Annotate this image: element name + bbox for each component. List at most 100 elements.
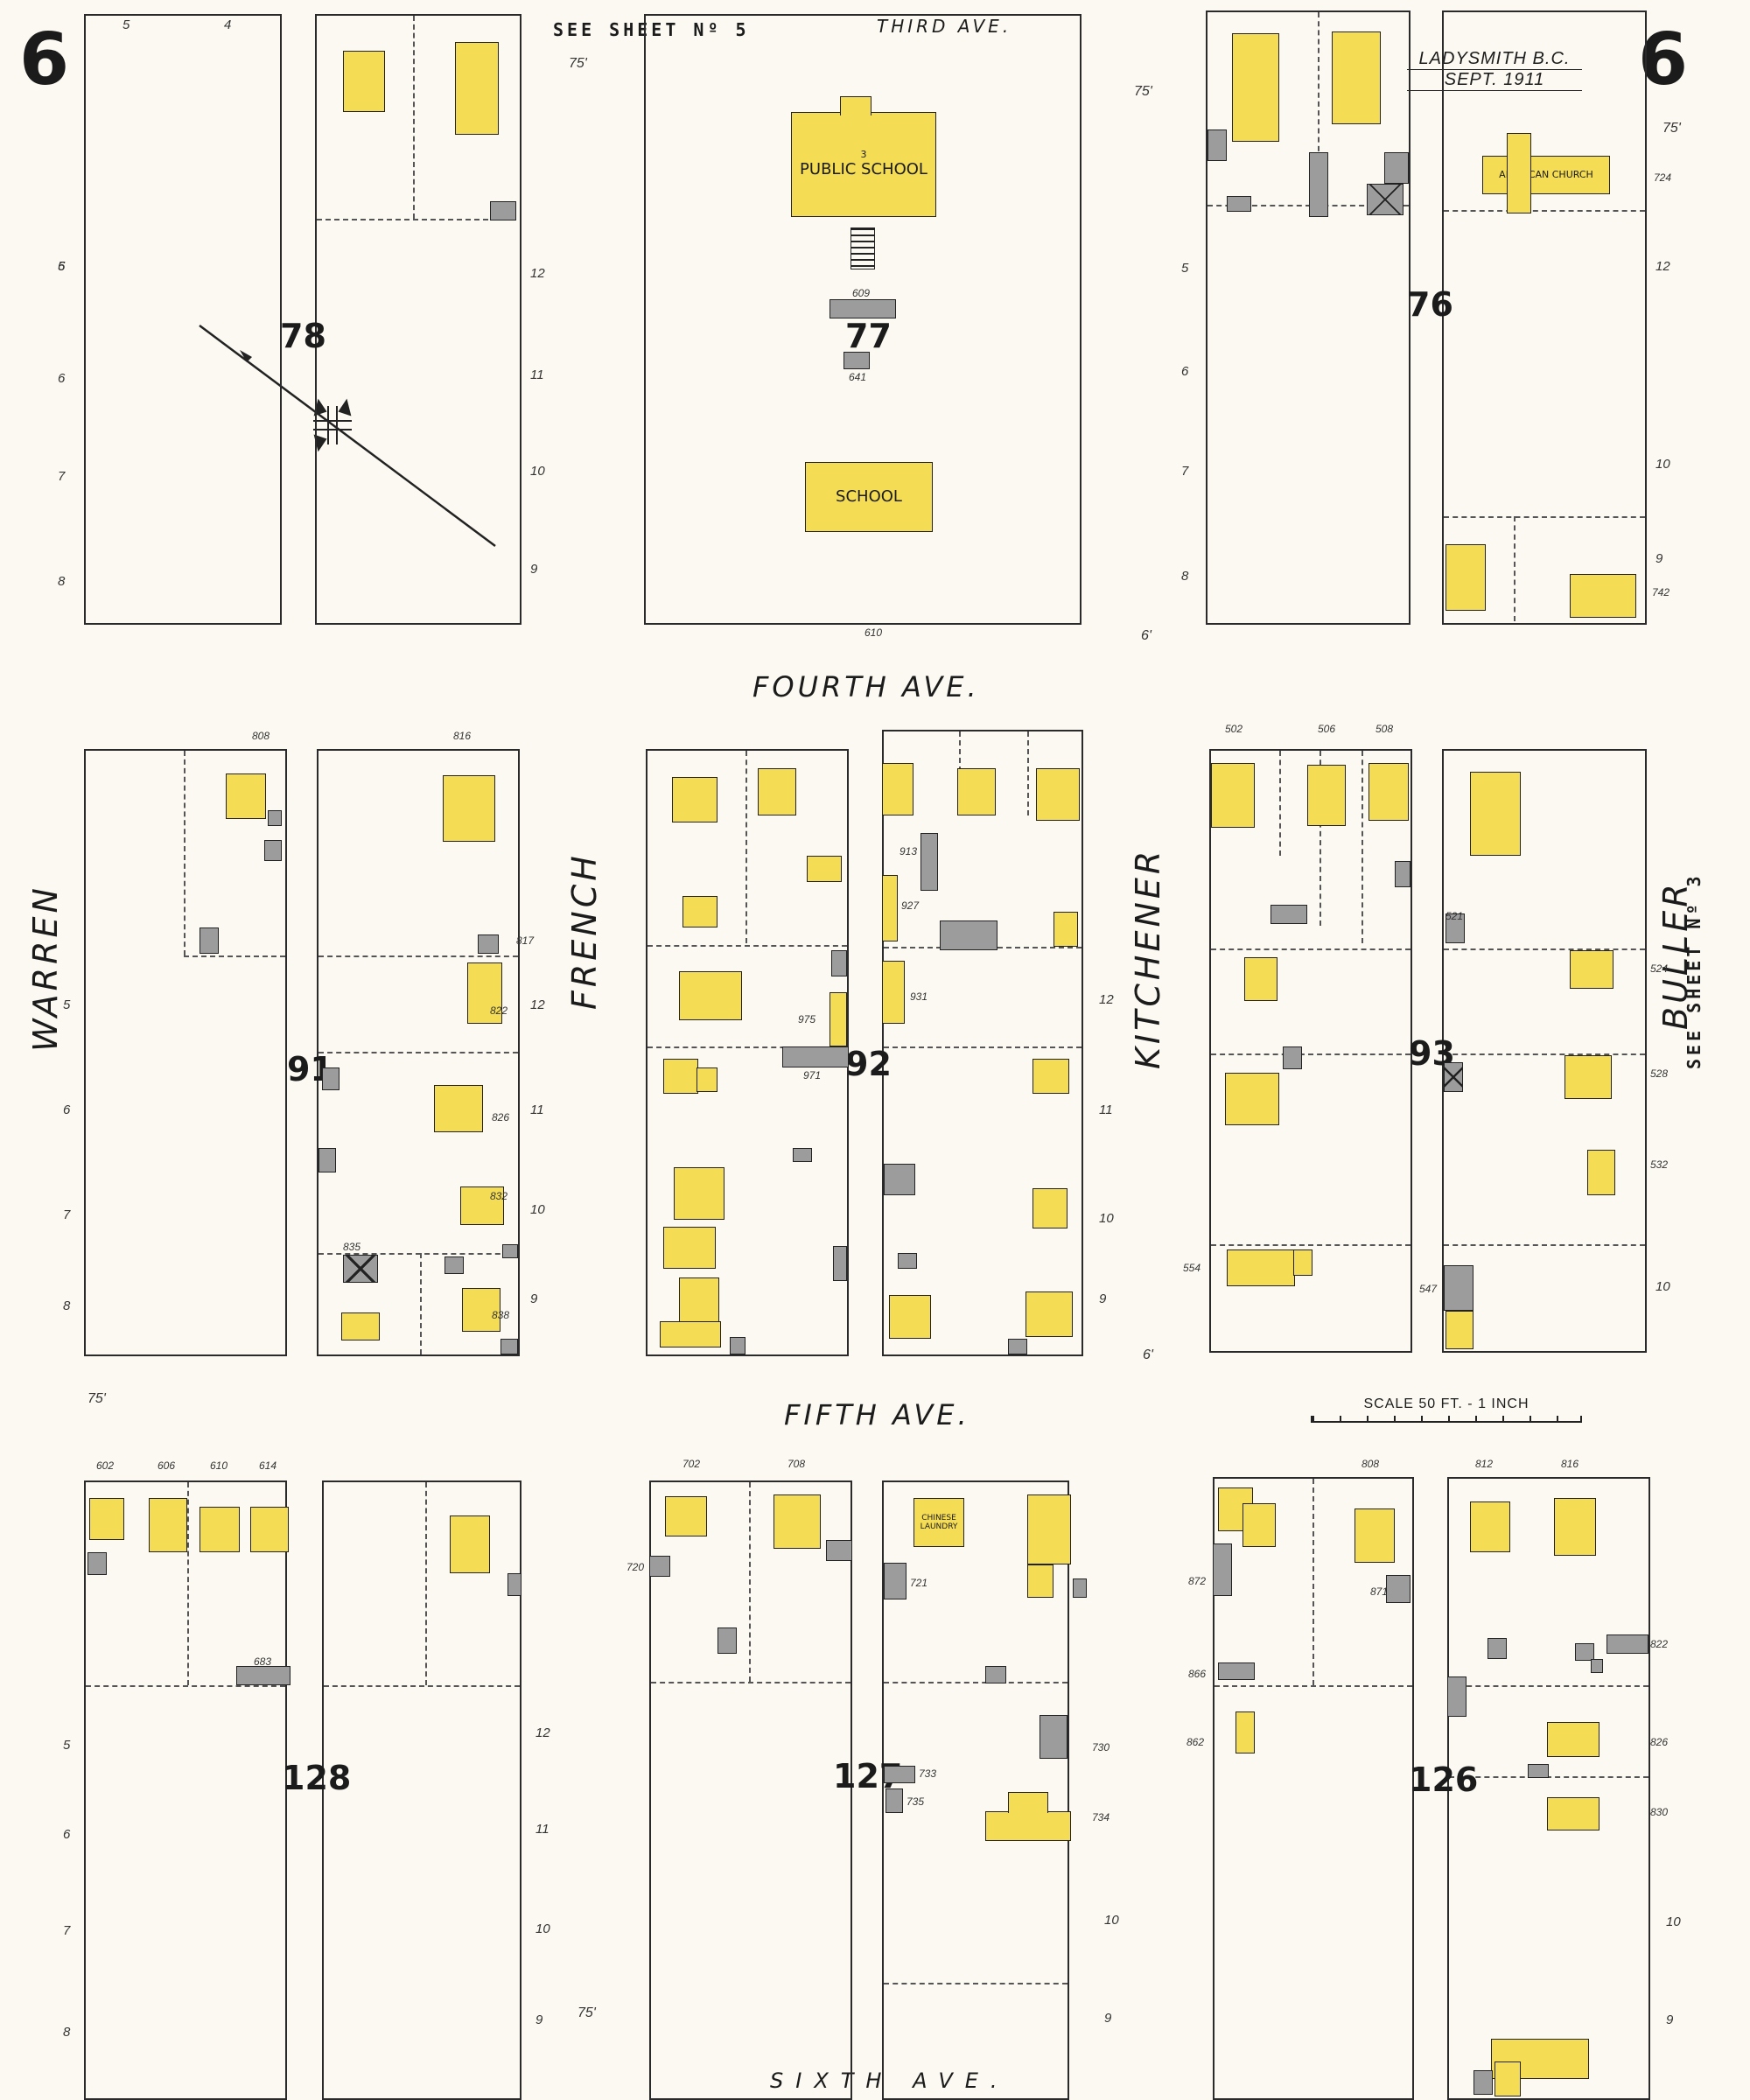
lot-number: 8 xyxy=(63,1298,71,1313)
block-number-76: 76 xyxy=(1407,285,1453,324)
dwelling xyxy=(1446,544,1486,611)
lot-number: 12 xyxy=(1099,992,1114,1007)
address-734: 734 xyxy=(1092,1811,1110,1824)
lot-line xyxy=(1444,1244,1645,1246)
dwelling xyxy=(672,777,718,822)
dwelling xyxy=(1307,765,1346,826)
lot-number: 9 xyxy=(536,2012,543,2027)
dwelling xyxy=(1587,1150,1615,1195)
block-number-92: 92 xyxy=(845,1045,892,1083)
address-721: 721 xyxy=(910,1577,928,1589)
outbuilding-609 xyxy=(830,299,896,318)
outbuilding xyxy=(322,1068,340,1090)
address-702: 702 xyxy=(682,1458,701,1470)
outbuilding xyxy=(1386,1575,1410,1603)
dwelling xyxy=(1027,1494,1071,1564)
outbuilding xyxy=(264,840,282,861)
dimension-75: 75' xyxy=(88,1391,106,1406)
dwelling xyxy=(1027,1564,1054,1598)
outbuilding-735 xyxy=(886,1788,903,1813)
outbuilding xyxy=(1474,2070,1493,2095)
block-number-126: 126 xyxy=(1409,1760,1479,1799)
outbuilding-683 xyxy=(236,1666,290,1685)
anglican-church: ANGLICAN CHURCH xyxy=(1482,156,1610,194)
lot-line xyxy=(1214,1685,1412,1687)
block-number-128: 128 xyxy=(282,1759,352,1797)
lot-number: 11 xyxy=(530,368,544,382)
lot-number: 6 xyxy=(58,259,66,274)
north-arrow-icon xyxy=(199,324,496,548)
dwelling xyxy=(1470,772,1521,856)
address-708: 708 xyxy=(788,1458,806,1470)
lot-number: 8 xyxy=(58,574,66,589)
dwelling xyxy=(341,1312,380,1340)
lot-line xyxy=(746,751,747,943)
dwelling xyxy=(758,768,796,816)
dwelling xyxy=(1332,32,1381,124)
outbuilding-721 xyxy=(884,1563,906,1600)
lot-line xyxy=(318,1052,518,1054)
lot-line xyxy=(425,1482,427,1685)
lot-line xyxy=(884,1046,1082,1048)
lot-line xyxy=(324,1685,520,1687)
address-554: 554 xyxy=(1183,1262,1201,1274)
outbuilding xyxy=(508,1573,522,1596)
outbuilding xyxy=(444,1256,464,1274)
dwelling xyxy=(250,1507,289,1552)
lot-line xyxy=(884,1682,1068,1684)
dwelling xyxy=(343,51,385,112)
address-817: 817 xyxy=(516,934,535,947)
address-506: 506 xyxy=(1318,723,1336,735)
lot-line xyxy=(1449,1776,1648,1778)
dwelling xyxy=(1211,763,1255,828)
outbuilding xyxy=(268,810,282,826)
outbuilding xyxy=(1591,1659,1603,1673)
address-641: 641 xyxy=(849,371,867,383)
lot-line xyxy=(1312,1479,1314,1685)
dwelling xyxy=(663,1227,716,1269)
outbuilding xyxy=(200,928,219,954)
outbuilding xyxy=(1227,196,1251,212)
outbuilding xyxy=(833,1246,847,1281)
address-822: 822 xyxy=(490,1004,508,1017)
address-609: 609 xyxy=(852,287,871,299)
lot-line xyxy=(648,945,847,947)
public-school-label: PUBLIC SCHOOL xyxy=(800,159,928,178)
lot-number: 10 xyxy=(1104,1913,1119,1928)
address-524: 524 xyxy=(1650,962,1669,975)
dwelling xyxy=(467,962,502,1024)
lot-line xyxy=(1211,1054,1410,1055)
dwelling xyxy=(1032,1188,1068,1228)
lot-line xyxy=(749,1482,751,1682)
dwelling xyxy=(1547,1797,1600,1830)
dwelling xyxy=(1242,1503,1276,1547)
scale-line xyxy=(1311,1416,1582,1423)
lot-number: 12 xyxy=(1656,259,1670,274)
outbuilding xyxy=(985,1666,1006,1684)
dwelling xyxy=(1494,2062,1521,2096)
block-91-west xyxy=(84,749,287,1356)
outbuilding xyxy=(940,920,998,950)
outbuilding xyxy=(1444,1062,1463,1092)
street-buller: BULLER xyxy=(1656,880,1695,1030)
street-kitchener: KITCHENER xyxy=(1129,847,1167,1069)
lot-line xyxy=(1444,1054,1645,1055)
outbuilding xyxy=(1309,152,1328,217)
lot-line xyxy=(318,1253,518,1255)
dimension-6: 6' xyxy=(1143,1348,1153,1362)
lot-number: 12 xyxy=(530,266,545,281)
outbuilding xyxy=(826,1540,852,1561)
outbuilding xyxy=(1073,1578,1087,1598)
lot-number: 11 xyxy=(530,1102,544,1117)
lot-number: 9 xyxy=(530,1292,538,1306)
lot-number: 8 xyxy=(1181,569,1189,584)
block-127-west xyxy=(649,1480,852,2100)
outbuilding xyxy=(831,950,847,976)
outbuilding xyxy=(500,1339,518,1354)
lot-number: 10 xyxy=(1099,1211,1114,1226)
lot-number: 11 xyxy=(1099,1102,1113,1117)
outbuilding xyxy=(1283,1046,1302,1069)
lot-number: 11 xyxy=(536,1822,550,1837)
address-816: 816 xyxy=(453,730,472,742)
